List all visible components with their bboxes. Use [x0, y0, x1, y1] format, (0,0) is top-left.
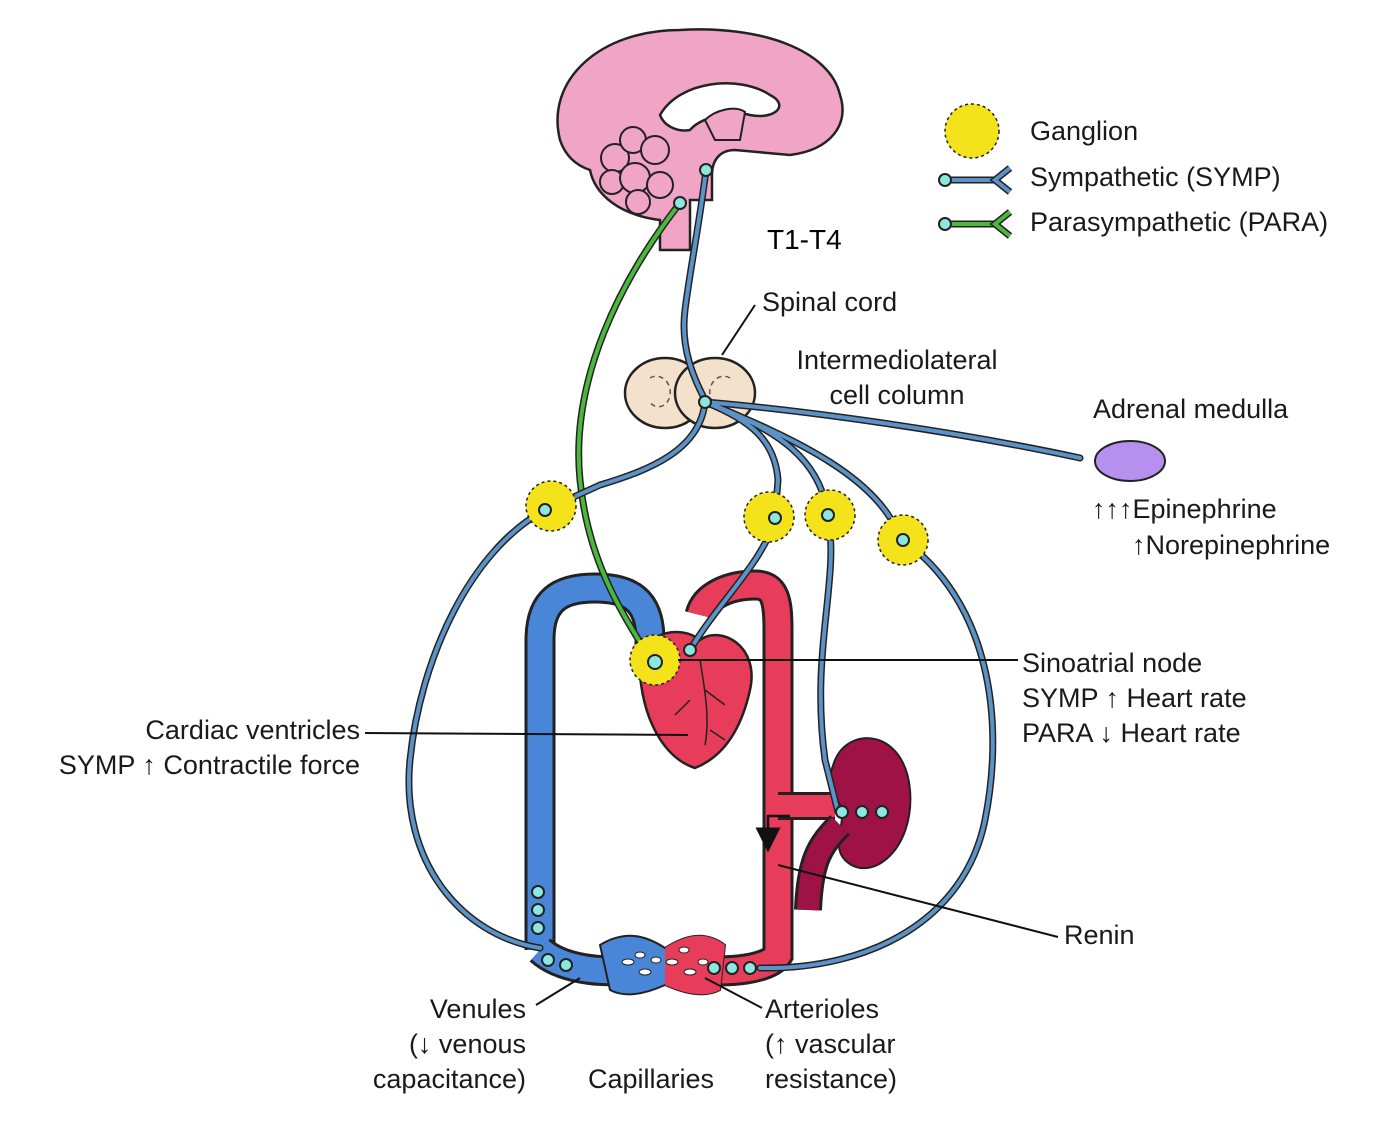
sympathetic-fibers — [405, 166, 1084, 972]
legend-ganglion-label: Ganglion — [1030, 116, 1139, 146]
norepinephrine-label: ↑Norepinephrine — [1132, 530, 1331, 560]
legend-ganglion-swatch — [944, 103, 1000, 159]
arterioles-label: Arterioles — [765, 994, 880, 1024]
spinal-cord-label: Spinal cord — [762, 287, 898, 317]
legend-parasympathetic-label: Parasympathetic (PARA) — [1030, 207, 1329, 237]
ganglion-venous — [525, 480, 577, 532]
t1-t4-label: T1-T4 — [767, 224, 842, 255]
synaptic-terminals — [531, 163, 910, 975]
legend-parasympathetic-swatch — [938, 209, 1013, 239]
venules-detail-label: (↓ venous — [408, 1029, 526, 1059]
capillaries-label: Capillaries — [587, 1064, 715, 1094]
contractile-force-label: SYMP ↑ Contractile force — [58, 750, 360, 780]
venules-capacitance-label: capacitance) — [372, 1064, 526, 1094]
adrenal-medulla-label: Adrenal medulla — [1093, 394, 1289, 424]
sinoatrial-symp-label: SYMP ↑ Heart rate — [1022, 683, 1247, 713]
legend-sympathetic-swatch — [938, 165, 1013, 195]
epinephrine-label: ↑↑↑Epinephrine — [1092, 494, 1277, 524]
legend-sympathetic-label: Sympathetic (SYMP) — [1030, 162, 1281, 192]
renin-label: Renin — [1064, 920, 1135, 950]
adrenal-medulla — [1094, 440, 1166, 482]
capillary-bed — [598, 934, 727, 996]
brain — [556, 28, 844, 252]
kidney — [755, 737, 912, 911]
sinoatrial-para-label: PARA ↓ Heart rate — [1022, 718, 1241, 748]
iml-label-line1: Intermediolateral — [796, 345, 998, 375]
legend-symbols — [938, 103, 1013, 239]
cerebellum — [599, 126, 674, 215]
sinoatrial-node-label: Sinoatrial node — [1022, 648, 1203, 678]
leader-lines — [364, 304, 1059, 1009]
cardiac-ventricles-label: Cardiac ventricles — [145, 715, 360, 745]
parasympathetic-fiber — [575, 199, 684, 659]
venous-vessel — [524, 572, 666, 987]
venules-label: Venules — [429, 994, 526, 1024]
arterioles-detail-label: (↑ vascular — [765, 1029, 896, 1059]
arterioles-resistance-label: resistance) — [765, 1064, 898, 1094]
iml-label-line2: cell column — [829, 380, 965, 410]
